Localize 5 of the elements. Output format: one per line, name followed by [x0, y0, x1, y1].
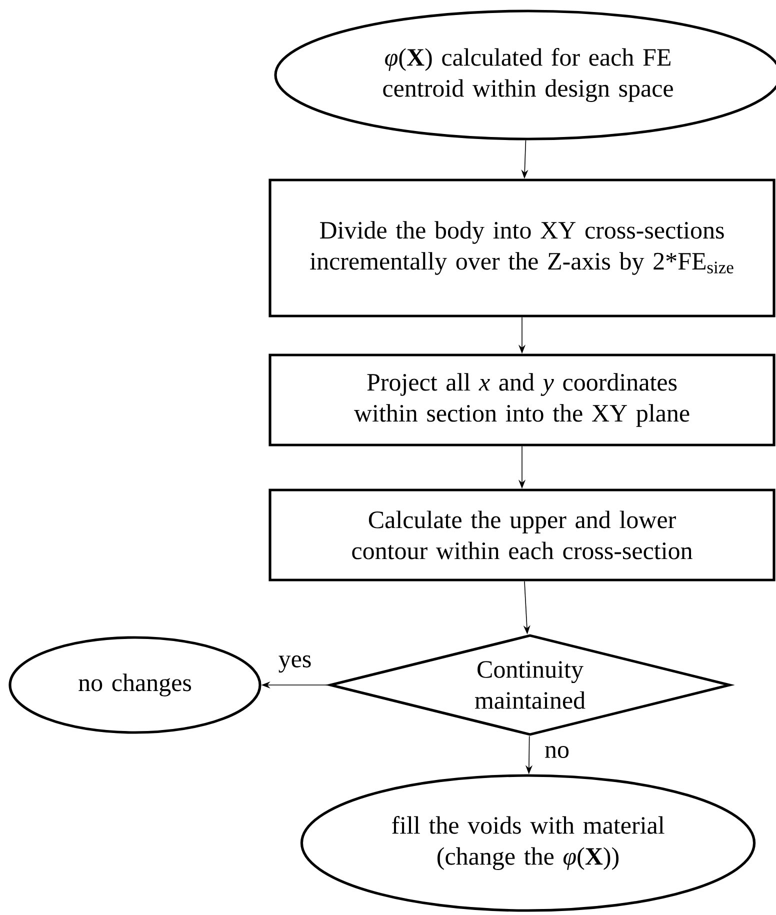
process-box: Calculate the upper and lower contour within each cross-section: [268, 488, 776, 582]
process-box: Project all x and y coordinates within section into the XY plane: [268, 354, 776, 446]
edge-label: yes: [277, 654, 313, 674]
edge-label: no: [544, 745, 570, 760]
process-box: Divide the body into XY cross-sections incrementally over the Z-axis by 2*FE$_{size}$: [268, 178, 776, 318]
